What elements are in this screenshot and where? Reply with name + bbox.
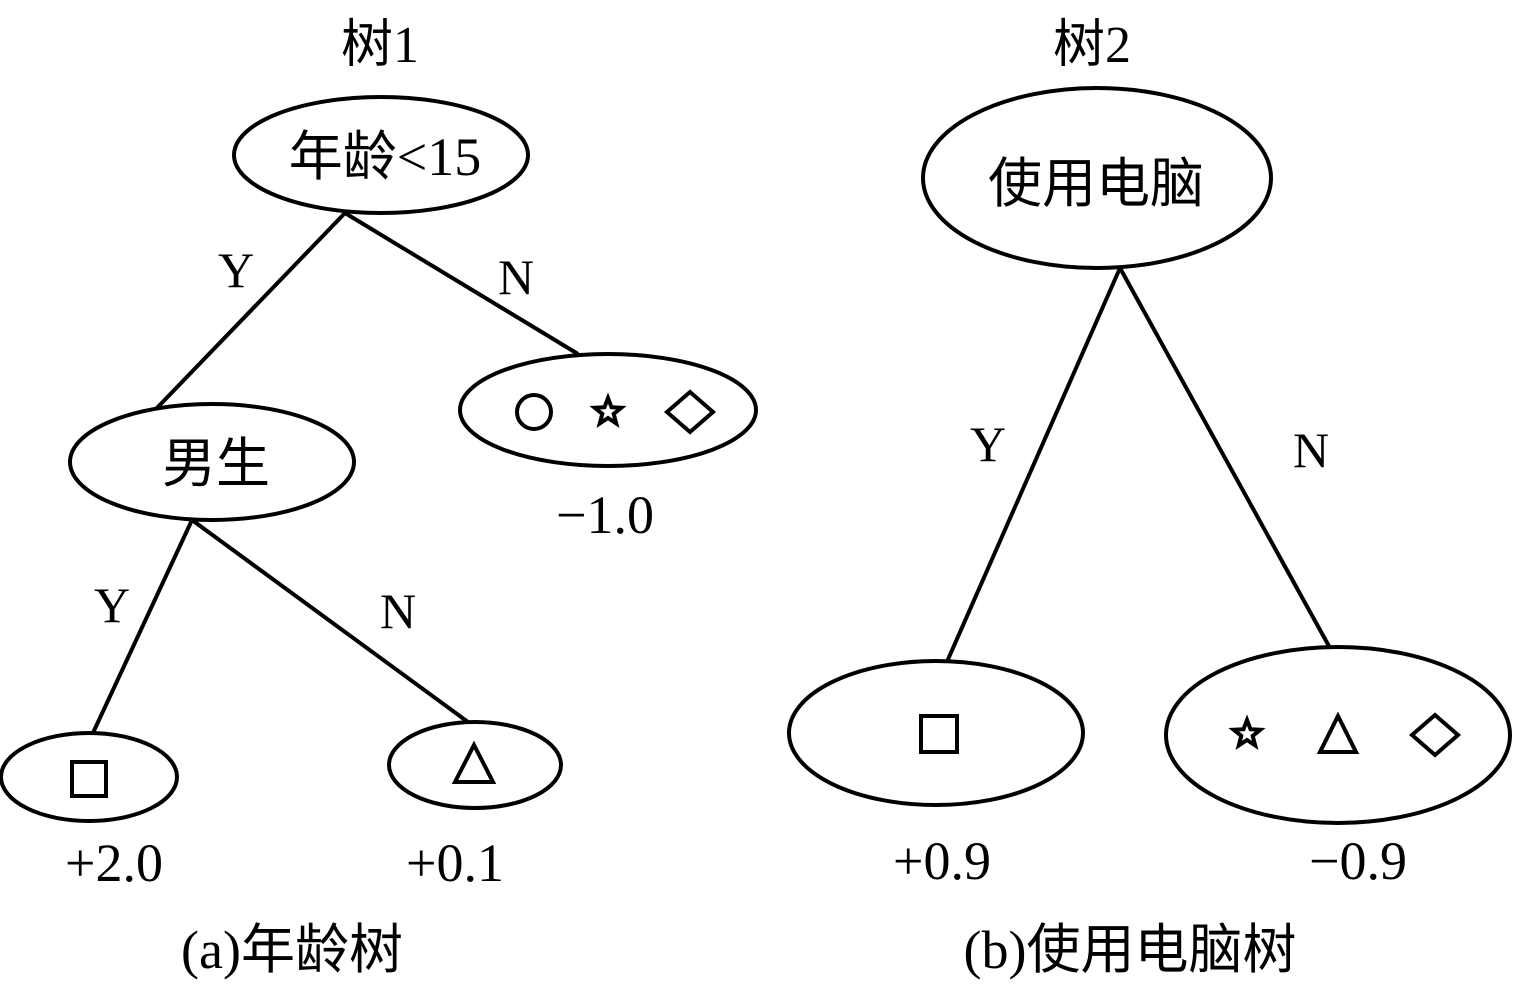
tree-1-leaf-no-ellipse (458, 352, 758, 468)
tree-1-gender-label: 男生 (162, 434, 270, 494)
tree-2-leaf-no: −0.9 (1164, 645, 1512, 891)
tree-1-leaf-boy-ellipse (0, 731, 179, 823)
tree-2-leaf-yes-ellipse (787, 659, 1085, 807)
tree-1-leaf-girl-score: +0.1 (406, 833, 504, 893)
tree-1-edge-gender-yes (90, 519, 194, 736)
star-icon (589, 392, 627, 428)
circle-icon (515, 393, 553, 431)
tree-1-edge-label-gender-yes: Y (94, 577, 130, 633)
tree-1-edge-gender-no (190, 518, 470, 724)
tree-1-edge-label-gender-no: N (380, 583, 416, 639)
tree-1-leaf-girl-ellipse (387, 720, 563, 810)
diamond-icon (1408, 712, 1462, 758)
tree-2-caption: (b)使用电脑树 (964, 920, 1297, 980)
tree-1-root-node: 年龄<15 (232, 95, 530, 215)
tree-1-leaf-girl: +0.1 (387, 720, 563, 893)
tree-1-edge-root-yes (153, 211, 347, 412)
tree-1-gender-ellipse (68, 402, 356, 522)
tree-2-root-ellipse (921, 86, 1273, 270)
tree-2-title: 树2 (1053, 17, 1131, 74)
tree-1-edge-label-root-no: N (498, 249, 534, 305)
tree-2-root-node: 使用电脑 (921, 86, 1273, 270)
tree-1-caption: (a)年龄树 (181, 920, 403, 980)
tree-1-leaf-no: −1.0 (458, 352, 758, 545)
tree-2-leaf-no-score: −0.9 (1309, 831, 1407, 891)
square-icon (919, 714, 959, 754)
tree-1-title: 树1 (341, 17, 419, 74)
tree-2-edge-root-yes (944, 267, 1122, 665)
tree-1-root-ellipse (232, 95, 530, 215)
square-icon (70, 760, 108, 798)
tree-1-edge-label-root-yes: Y (218, 242, 254, 298)
tree-2: 树2 Y N 使用电脑 +0.9 −0.9 (b)使用电脑树 (787, 17, 1512, 980)
tree-2-edge-label-root-yes: Y (970, 416, 1006, 472)
tree-1-gender-node: 男生 (68, 402, 356, 522)
tree-1-leaf-no-score: −1.0 (556, 485, 654, 545)
tree-1-leaf-boy-score: +2.0 (65, 833, 163, 893)
tree-2-root-label: 使用电脑 (988, 154, 1204, 214)
tree-2-leaf-no-ellipse (1164, 645, 1512, 825)
tree-1-edge-root-no (343, 211, 580, 356)
tree-2-edge-root-no (1118, 267, 1332, 649)
star-icon (1228, 714, 1266, 750)
tree-1-leaf-boy: +2.0 (0, 731, 179, 893)
tree-2-leaf-yes: +0.9 (787, 659, 1085, 891)
diamond-icon (663, 389, 717, 435)
tree-1: 树1 Y N Y N 年龄<15 男生 −1.0 (0, 17, 758, 980)
tree-2-edge-label-root-no: N (1293, 422, 1329, 478)
tree-1-root-label: 年龄<15 (289, 127, 481, 187)
triangle-icon (1316, 711, 1360, 754)
triangle-icon (451, 740, 497, 784)
tree-2-leaf-yes-score: +0.9 (893, 831, 991, 891)
